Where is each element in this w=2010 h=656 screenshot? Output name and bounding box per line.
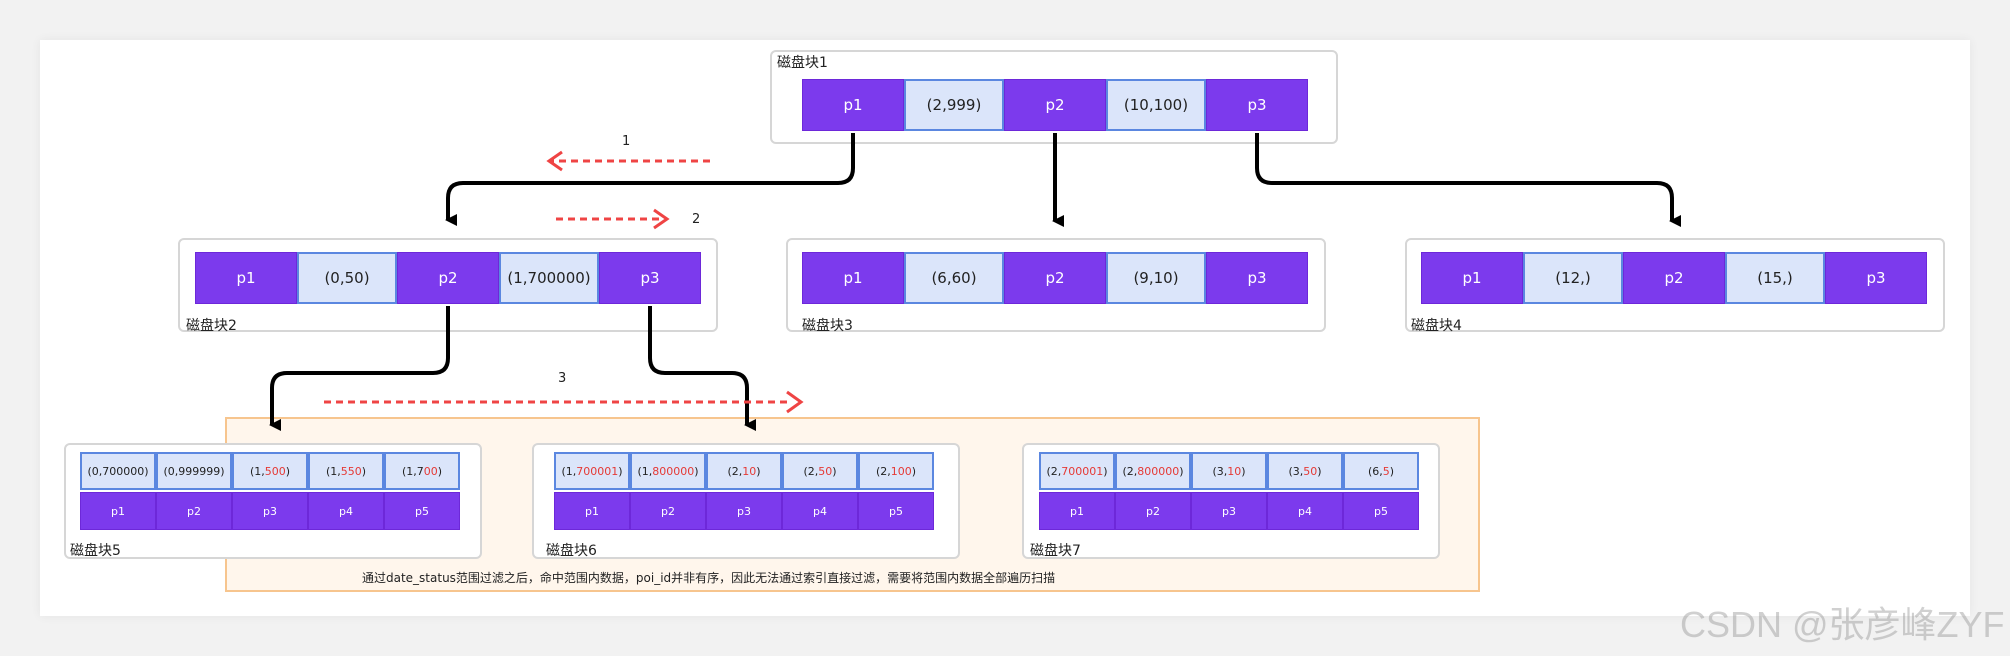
block1-pointer-p1: p1 <box>802 79 904 131</box>
b5-pointer-p3: p3 <box>232 492 308 530</box>
b5-pointer-p4: p4 <box>308 492 384 530</box>
block3-key-2: (9,10) <box>1106 252 1206 304</box>
disk-block-1-label: 磁盘块1 <box>777 55 828 71</box>
b7-pointer-p3: p3 <box>1191 492 1267 530</box>
arrow-block1-p3-to-block4 <box>1255 133 1681 227</box>
block1-pointer-p3: p3 <box>1206 79 1308 131</box>
block3-pointer-p1: p1 <box>802 252 904 304</box>
b5-key-4: (1,550) <box>308 452 384 490</box>
b6-pointer-p1: p1 <box>554 492 630 530</box>
b6-key-3: (2,10) <box>706 452 782 490</box>
block3-key-1: (6,60) <box>904 252 1004 304</box>
block4-key-2: (15,) <box>1725 252 1825 304</box>
b6-pointer-p3: p3 <box>706 492 782 530</box>
b5-pointer-p2: p2 <box>156 492 232 530</box>
block2-pointer-p2: p2 <box>397 252 499 304</box>
block4-key-1: (12,) <box>1523 252 1623 304</box>
b6-key-5: (2,100) <box>858 452 934 490</box>
step1-arrowhead <box>546 150 563 172</box>
disk-block-2-label: 磁盘块2 <box>186 318 237 334</box>
disk-block-5-label: 磁盘块5 <box>70 543 121 559</box>
step-label-1: 1 <box>622 134 631 149</box>
b6-key-2: (1,800000) <box>630 452 706 490</box>
step2-arrowhead <box>653 208 670 230</box>
b5-key-3: (1,500) <box>232 452 308 490</box>
block4-pointer-p1: p1 <box>1421 252 1523 304</box>
b6-pointer-p2: p2 <box>630 492 706 530</box>
arrow-block2-p3-to-block6 <box>648 306 756 431</box>
block4-pointer-p2: p2 <box>1623 252 1725 304</box>
block4-pointer-p3: p3 <box>1825 252 1927 304</box>
b7-pointer-p1: p1 <box>1039 492 1115 530</box>
disk-block-6-label: 磁盘块6 <box>546 543 597 559</box>
block2-key-1: (0,50) <box>297 252 397 304</box>
b5-key-2: (0,999999) <box>156 452 232 490</box>
b5-pointer-p5: p5 <box>384 492 460 530</box>
arrow-block2-p2-to-block5 <box>269 306 450 431</box>
block2-key-2: (1,700000) <box>499 252 599 304</box>
disk-block-4-label: 磁盘块4 <box>1411 318 1462 334</box>
block3-pointer-p3: p3 <box>1206 252 1308 304</box>
block1-key-1: (2,999) <box>904 79 1004 131</box>
disk-block-3-label: 磁盘块3 <box>802 318 853 334</box>
b5-key-1: (0,700000) <box>80 452 156 490</box>
b6-key-4: (2,50) <box>782 452 858 490</box>
block2-pointer-p1: p1 <box>195 252 297 304</box>
disk-block-7-label: 磁盘块7 <box>1030 543 1081 559</box>
step-label-3: 3 <box>558 371 567 386</box>
b7-key-1: (2,700001) <box>1039 452 1115 490</box>
b6-pointer-p4: p4 <box>782 492 858 530</box>
b7-key-2: (2,800000) <box>1115 452 1191 490</box>
block1-pointer-p2: p2 <box>1004 79 1106 131</box>
range-scan-note: 通过date_status范围过滤之后，命中范围内数据，poi_id并非有序，因… <box>362 571 1056 585</box>
b6-pointer-p5: p5 <box>858 492 934 530</box>
b7-key-5: (6,5) <box>1343 452 1419 490</box>
arrow-block1-p1-to-block2 <box>445 133 855 226</box>
b7-key-4: (3,50) <box>1267 452 1343 490</box>
block3-pointer-p2: p2 <box>1004 252 1106 304</box>
step3-arrowhead <box>786 390 804 414</box>
b7-pointer-p2: p2 <box>1115 492 1191 530</box>
block2-pointer-p3: p3 <box>599 252 701 304</box>
b7-pointer-p4: p4 <box>1267 492 1343 530</box>
b6-key-1: (1,700001) <box>554 452 630 490</box>
b7-key-3: (3,10) <box>1191 452 1267 490</box>
block1-key-2: (10,100) <box>1106 79 1206 131</box>
b5-pointer-p1: p1 <box>80 492 156 530</box>
step-label-2: 2 <box>692 212 701 227</box>
b7-pointer-p5: p5 <box>1343 492 1419 530</box>
watermark: CSDN @张彦峰ZYF <box>1680 604 2005 645</box>
